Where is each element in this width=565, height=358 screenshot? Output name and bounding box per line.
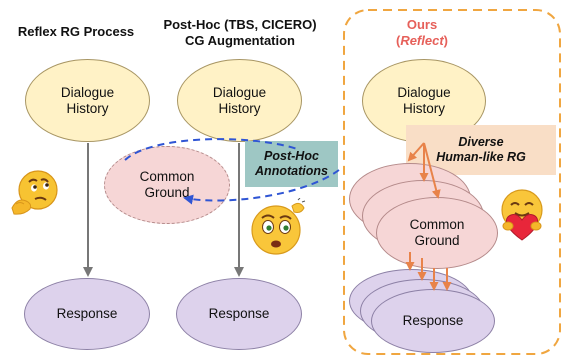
posthoc-title: Post-Hoc (TBS, CICERO) CG Augmentation xyxy=(150,17,330,49)
posthoc-dialogue-history-node: Dialogue History xyxy=(177,59,302,142)
annotation-arrow-lower xyxy=(183,169,340,205)
ours-title-line2: (Reflect) xyxy=(372,33,472,49)
thinking-emoji-icon xyxy=(11,170,58,215)
reflex-dialogue-history-node: Dialogue History xyxy=(25,59,150,142)
ours-title-line1: Ours xyxy=(406,17,438,32)
ours-response-node: Response xyxy=(371,289,495,353)
posthoc-common-ground-node: Common Ground xyxy=(104,146,230,224)
ours-title-paren-open: ( xyxy=(395,33,401,48)
posthoc-response-node: Response xyxy=(176,278,302,350)
ours-title-paren-close: ) xyxy=(443,33,449,48)
worried-emoji-icon xyxy=(251,198,306,255)
posthoc-title-line1: Post-Hoc (TBS, CICERO) xyxy=(163,17,317,32)
ours-arrow-cg-1 xyxy=(407,142,425,162)
ours-title: Ours (Reflect) xyxy=(372,17,472,49)
annotation-arrow-upper xyxy=(124,138,301,161)
ours-title-name: Reflect xyxy=(400,33,444,48)
heart-hug-emoji-icon xyxy=(501,189,543,241)
ours-arrow-cg-3 xyxy=(423,142,441,199)
reflex-title: Reflex RG Process xyxy=(17,24,135,39)
reflex-response-node: Response xyxy=(24,278,150,350)
ours-common-ground-node: Common Ground xyxy=(376,197,498,269)
posthoc-title-line2: CG Augmentation xyxy=(184,33,295,48)
